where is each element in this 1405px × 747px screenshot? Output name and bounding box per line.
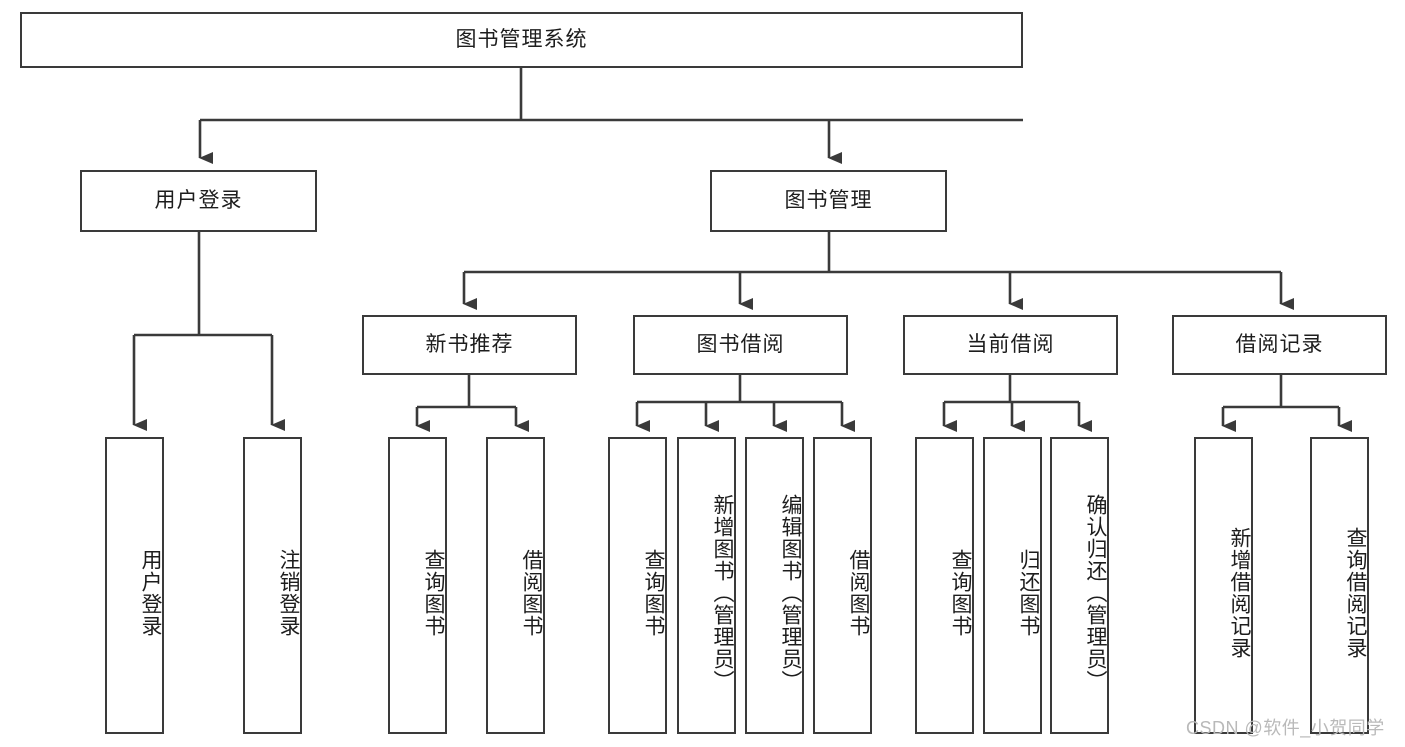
node-label: 图书管理系统 — [455, 28, 588, 52]
leaf-query-borrow-record[interactable]: 查询借阅记录 — [1310, 437, 1369, 734]
node-root[interactable]: 图书管理系统 — [20, 12, 1023, 68]
leaf-return-book[interactable]: 归还图书 — [983, 437, 1042, 734]
node-book-borrow[interactable]: 图书借阅 — [633, 315, 848, 375]
node-book-management[interactable]: 图书管理 — [710, 170, 947, 232]
leaf-user-login[interactable]: 用户登录 — [105, 437, 164, 734]
csdn-watermark: CSDN @软件_小贺同学 — [1186, 718, 1385, 738]
leaf-confirm-return-admin[interactable]: 确认归还（管理员） — [1050, 437, 1109, 734]
node-user-login[interactable]: 用户登录 — [80, 170, 317, 232]
leaf-borrow-book[interactable]: 借阅图书 — [813, 437, 872, 734]
node-label: 新增图书（管理员） — [711, 493, 734, 692]
node-label: 查询图书 — [422, 548, 445, 637]
node-current-borrow[interactable]: 当前借阅 — [903, 315, 1118, 375]
node-borrow-record[interactable]: 借阅记录 — [1172, 315, 1387, 375]
node-label: 注销登录 — [277, 548, 300, 637]
node-label: 新增借阅记录 — [1228, 526, 1251, 659]
node-label: 编辑图书（管理员） — [779, 493, 802, 692]
node-label: 借阅图书 — [520, 548, 543, 637]
node-label: 借阅图书 — [847, 548, 870, 637]
node-label: 图书管理 — [784, 189, 873, 213]
node-label: 用户登录 — [139, 548, 162, 637]
leaf-query-book-current[interactable]: 查询图书 — [915, 437, 974, 734]
leaf-borrow-book-recommend[interactable]: 借阅图书 — [486, 437, 545, 734]
leaf-user-logout[interactable]: 注销登录 — [243, 437, 302, 734]
node-label: 归还图书 — [1017, 548, 1040, 637]
node-label: 用户登录 — [154, 189, 243, 213]
leaf-add-book-admin[interactable]: 新增图书（管理员） — [677, 437, 736, 734]
leaf-query-book-borrow[interactable]: 查询图书 — [608, 437, 667, 734]
node-label: 借阅记录 — [1235, 333, 1324, 357]
node-label: 当前借阅 — [966, 333, 1055, 357]
node-label: 图书借阅 — [696, 333, 785, 357]
node-label: 查询图书 — [949, 548, 972, 637]
leaf-add-borrow-record[interactable]: 新增借阅记录 — [1194, 437, 1253, 734]
node-label: 新书推荐 — [425, 333, 514, 357]
node-label: 查询借阅记录 — [1344, 526, 1367, 659]
node-label: 查询图书 — [642, 548, 665, 637]
node-new-book-recommend[interactable]: 新书推荐 — [362, 315, 577, 375]
leaf-edit-book-admin[interactable]: 编辑图书（管理员） — [745, 437, 804, 734]
leaf-query-book-recommend[interactable]: 查询图书 — [388, 437, 447, 734]
node-label: 确认归还（管理员） — [1084, 493, 1107, 692]
